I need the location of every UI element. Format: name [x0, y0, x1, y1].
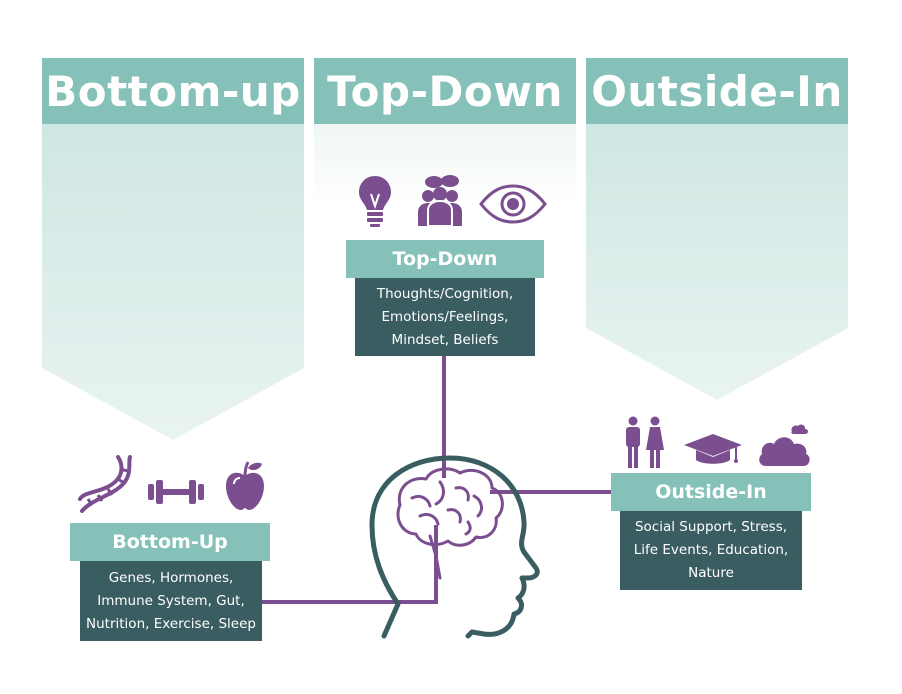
couple-icon	[626, 416, 664, 468]
top-down-line: Mindset, Beliefs	[391, 331, 499, 348]
header-top-down: Top-Down	[314, 58, 576, 124]
cloud-icon	[759, 424, 810, 466]
top-down-description: Thoughts/Cognition, Emotions/Feelings, M…	[355, 278, 535, 356]
top-down-label: Top-Down	[346, 240, 544, 278]
top-down-line: Emotions/Feelings,	[381, 308, 509, 325]
head-outline-icon	[369, 455, 540, 639]
dumbbell-icon	[148, 480, 204, 504]
brain-icon	[396, 467, 504, 580]
bottom-up-description: Genes, Hormones, Immune System, Gut, Nut…	[80, 561, 262, 641]
top-down-line: Thoughts/Cognition,	[376, 285, 514, 302]
dna-icon	[78, 455, 132, 513]
bottom-up-arrow	[42, 124, 304, 440]
outside-in-description: Social Support, Stress, Life Events, Edu…	[620, 511, 802, 590]
outside-in-line: Social Support, Stress,	[634, 519, 788, 535]
people-talking-icon	[418, 175, 462, 226]
outside-in-arrow	[586, 124, 848, 400]
bottom-up-line: Nutrition, Exercise, Sleep	[86, 615, 256, 632]
graduation-cap-icon	[684, 434, 742, 464]
apple-icon	[226, 461, 264, 510]
outside-in-label: Outside-In	[611, 473, 811, 511]
outside-in-line: Nature	[688, 565, 734, 581]
lightbulb-icon	[359, 176, 391, 227]
eye-icon	[479, 184, 547, 224]
bottom-up-label: Bottom-Up	[70, 523, 270, 561]
bottom-up-line: Immune System, Gut,	[97, 592, 245, 609]
header-bottom-up: Bottom-up	[42, 58, 304, 124]
bottom-up-line: Genes, Hormones,	[108, 569, 234, 586]
header-outside-in: Outside-In	[586, 58, 848, 124]
outside-in-line: Life Events, Education,	[633, 542, 789, 558]
bottom-up-connector	[262, 525, 438, 604]
